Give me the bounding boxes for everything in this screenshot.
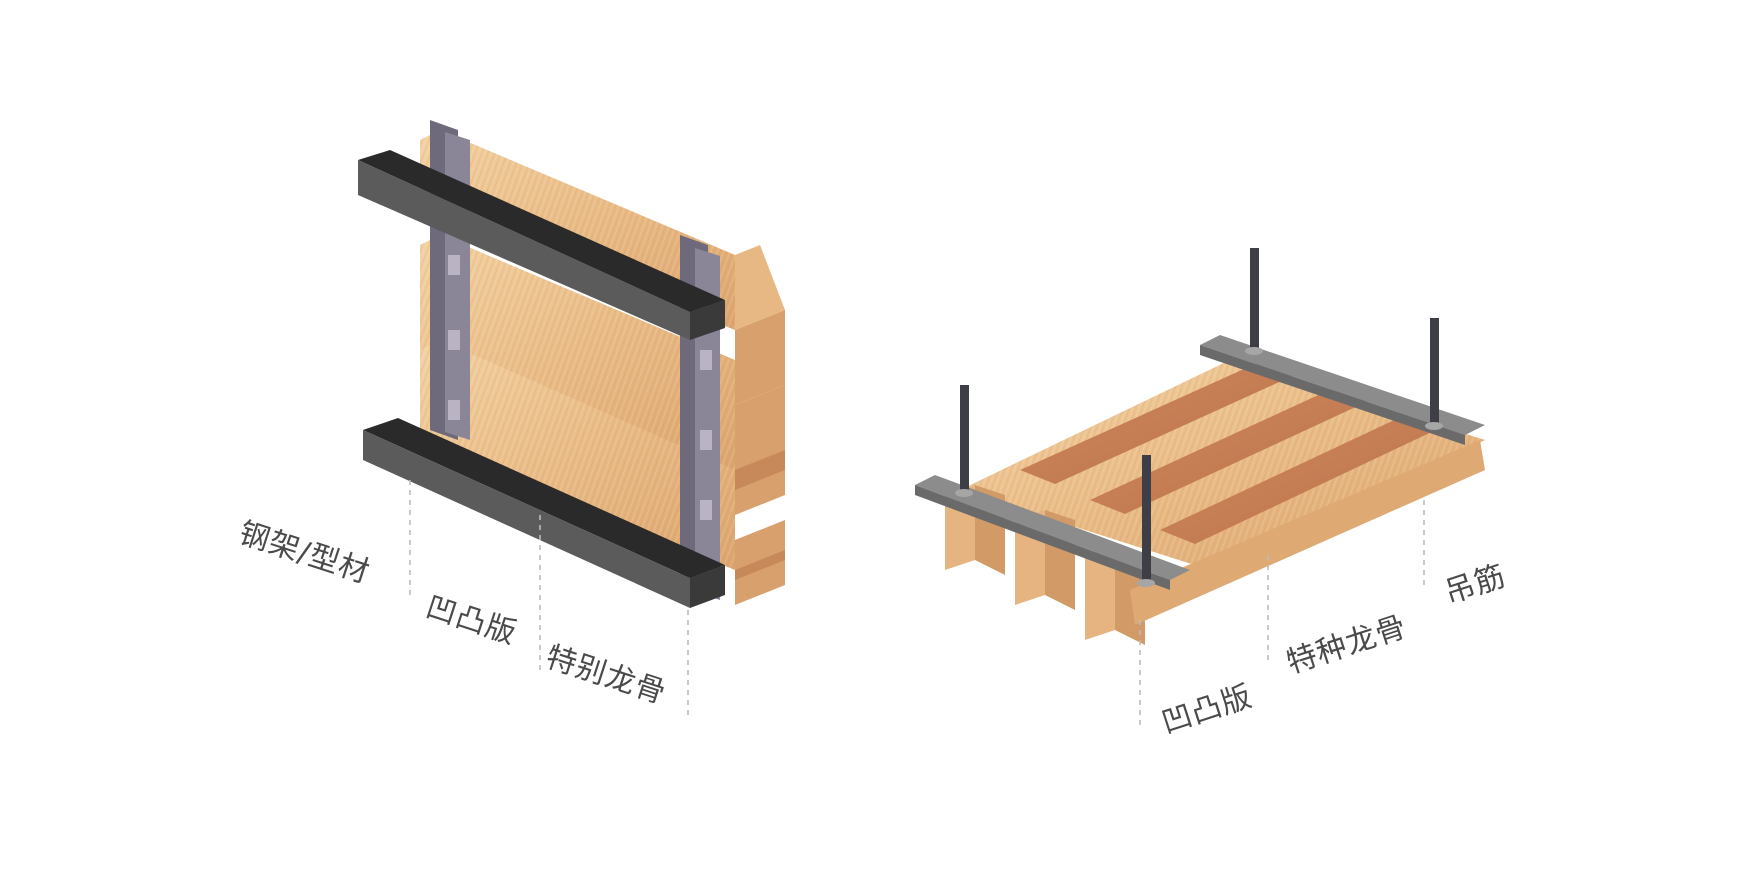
leader-lines [409, 480, 1425, 730]
hanger-rod [955, 248, 1443, 587]
wall-assembly [358, 120, 785, 608]
ceiling-assembly [915, 248, 1485, 645]
wood-panel-return [735, 310, 785, 405]
wood-panel-stack [420, 130, 785, 605]
steel-tube-lower [363, 418, 725, 608]
keel-bracket [430, 120, 470, 440]
steel-tube-upper [358, 150, 725, 340]
keel-rail [915, 335, 1485, 590]
